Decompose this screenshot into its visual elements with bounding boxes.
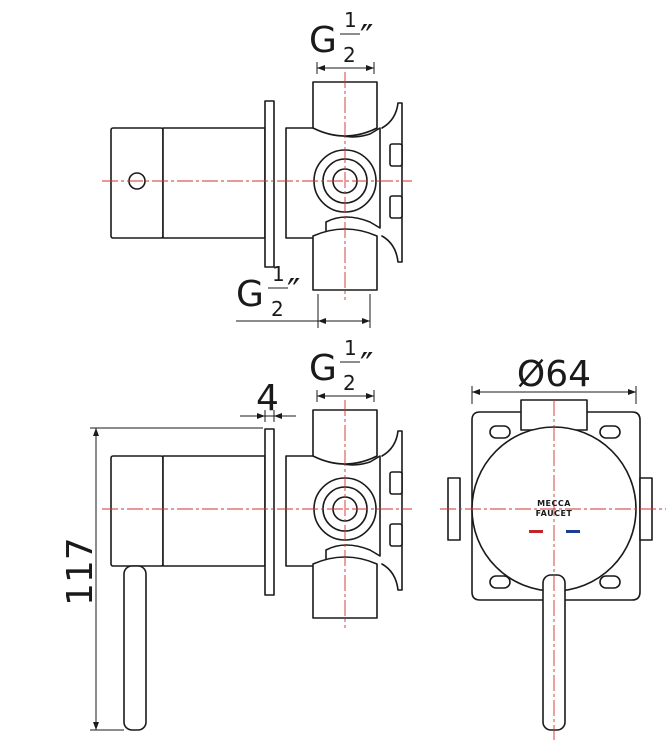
thread-prefix: G — [309, 348, 337, 389]
height-value: 117 — [60, 537, 101, 606]
thread-denominator: 2 — [271, 297, 284, 321]
thread-suffix: ″ — [360, 18, 373, 59]
height-dimension: 117 — [60, 427, 263, 731]
brand-logo-sub: FAUCET — [536, 509, 573, 518]
thread-numerator: 1 — [344, 8, 357, 32]
thread-dimension-top: G 1 2 ″ — [309, 8, 375, 74]
thread-denominator: 2 — [343, 43, 356, 67]
front-view: MECCA FAUCET Ø64 — [440, 354, 666, 740]
brand-logo: MECCA — [537, 499, 571, 508]
top-view: G 1 2 ″ G 1 2 ″ — [102, 8, 412, 328]
diameter-value: Ø64 — [517, 354, 591, 395]
thread-dimension-side: G 1 2 ″ — [309, 336, 375, 402]
thread-prefix: G — [236, 274, 264, 315]
thread-dimension-bottom: G 1 2 ″ — [236, 262, 371, 328]
thread-numerator: 1 — [272, 262, 285, 286]
plate-thickness-value: 4 — [256, 378, 279, 419]
thread-prefix: G — [309, 20, 337, 61]
lever-handle — [123, 565, 147, 731]
hot-marker — [529, 530, 543, 533]
cold-marker — [566, 530, 580, 533]
thread-suffix: ″ — [287, 272, 300, 313]
diameter-dimension: Ø64 — [471, 354, 637, 404]
side-view: G 1 2 ″ 4 117 — [60, 336, 412, 731]
plate-thickness-dimension: 4 — [240, 378, 296, 422]
thread-numerator: 1 — [344, 336, 357, 360]
thread-suffix: ″ — [360, 346, 373, 387]
thread-denominator: 2 — [343, 371, 356, 395]
